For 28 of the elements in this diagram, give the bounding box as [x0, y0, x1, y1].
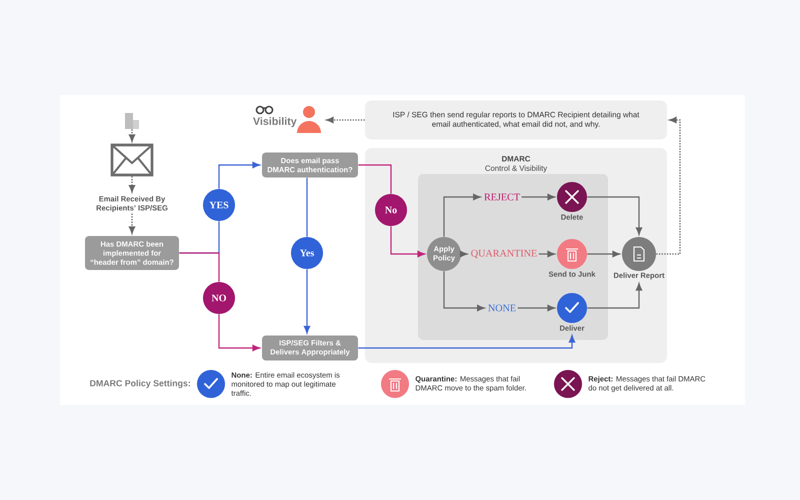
arrow	[587, 283, 642, 309]
arrow	[128, 176, 136, 192]
arrow	[518, 304, 555, 312]
arrow	[358, 164, 392, 194]
arrow	[538, 250, 555, 258]
policy-label: QUARANTINE	[471, 250, 537, 258]
arrow	[443, 194, 481, 237]
visibility-label: Visibility	[253, 106, 321, 133]
arrow	[218, 314, 260, 352]
arrow	[460, 250, 468, 258]
arrow	[522, 194, 555, 200]
arrow	[656, 116, 681, 255]
arrow	[358, 335, 576, 349]
building-icon	[125, 113, 139, 129]
envelope-icon	[110, 144, 154, 176]
arrow	[128, 214, 136, 234]
arrow	[443, 271, 485, 312]
arrow	[304, 269, 310, 334]
legend-title: DMARC Policy Settings:	[90, 380, 190, 388]
arrow	[390, 226, 425, 258]
policy-label: NONE	[488, 304, 516, 312]
arrow	[218, 162, 260, 189]
arrow	[326, 116, 365, 124]
arrow	[587, 250, 620, 258]
arrow	[179, 252, 220, 282]
policy-label: REJECT	[484, 194, 520, 200]
arrow	[587, 196, 642, 235]
arrow	[128, 129, 136, 142]
